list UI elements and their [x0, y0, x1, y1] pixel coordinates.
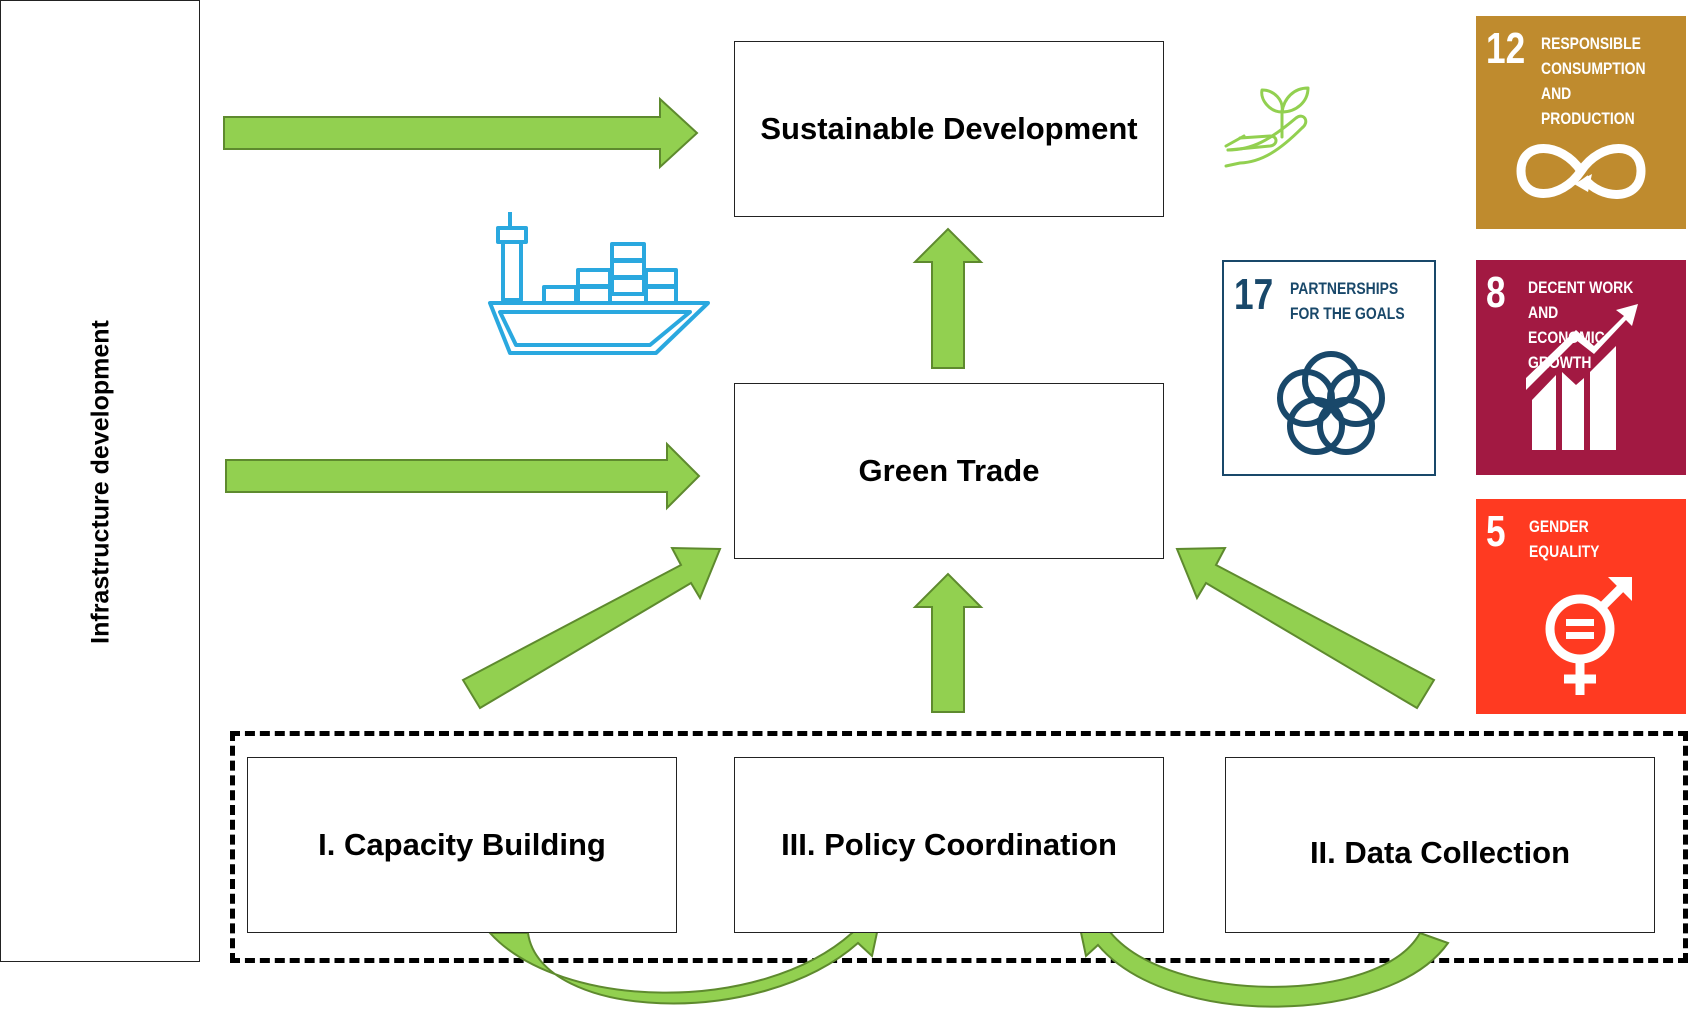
arrow-policy-to-green-trade	[912, 572, 984, 713]
infinity-loop-icon	[1516, 144, 1646, 199]
sdg-17-tile: 17 PARTNERSHIPS FOR THE GOALS	[1222, 260, 1436, 476]
infrastructure-development-box: Infrastructure development	[0, 0, 200, 962]
capacity-building-box: I. Capacity Building	[247, 757, 677, 933]
sdg-8-number: 8	[1486, 268, 1506, 317]
sustainable-development-label: Sustainable Development	[760, 111, 1138, 146]
sdg-5-number: 5	[1486, 507, 1506, 556]
arrow-green-trade-to-sustainable	[912, 227, 984, 369]
growth-chart-icon	[1526, 304, 1638, 450]
sdg-12-tile: 12 RESPONSIBLE CONSUMPTION AND PRODUCTIO…	[1476, 16, 1686, 229]
sdg-8-tile: 8 DECENT WORK AND ECONOMIC GROWTH	[1476, 260, 1686, 475]
pillars-group-frame	[230, 731, 1688, 963]
data-collection-label: II. Data Collection	[1309, 835, 1571, 870]
sustainable-development-box: Sustainable Development	[734, 41, 1164, 217]
sdg-17-number: 17	[1234, 270, 1274, 319]
sdg-17-title: PARTNERSHIPS FOR THE GOALS	[1290, 279, 1405, 323]
policy-coordination-label: III. Policy Coordination	[781, 827, 1117, 862]
sdg-12-title: RESPONSIBLE CONSUMPTION AND PRODUCTION	[1541, 34, 1646, 128]
policy-coordination-box: III. Policy Coordination	[734, 757, 1164, 933]
sdg-8-title: DECENT WORK AND ECONOMIC GROWTH	[1528, 278, 1634, 372]
arrow-infra-to-sustainable	[223, 96, 699, 170]
data-collection-box: II. Data Collection	[1225, 757, 1655, 933]
sdg-5-tile: 5 GENDER EQUALITY	[1476, 499, 1686, 714]
green-trade-label: Green Trade	[858, 453, 1040, 488]
arrow-data-to-green-trade	[1175, 546, 1436, 710]
arrow-capacity-to-green-trade	[461, 546, 722, 710]
arrow-infra-to-green-trade	[225, 441, 701, 511]
sdg-12-number: 12	[1486, 24, 1526, 73]
green-trade-box: Green Trade	[734, 383, 1164, 559]
interlocking-rings-icon	[1277, 351, 1385, 455]
gender-equality-icon	[1545, 577, 1632, 695]
capacity-building-label: I. Capacity Building	[318, 827, 606, 862]
sdg-5-title: GENDER EQUALITY	[1529, 517, 1600, 561]
